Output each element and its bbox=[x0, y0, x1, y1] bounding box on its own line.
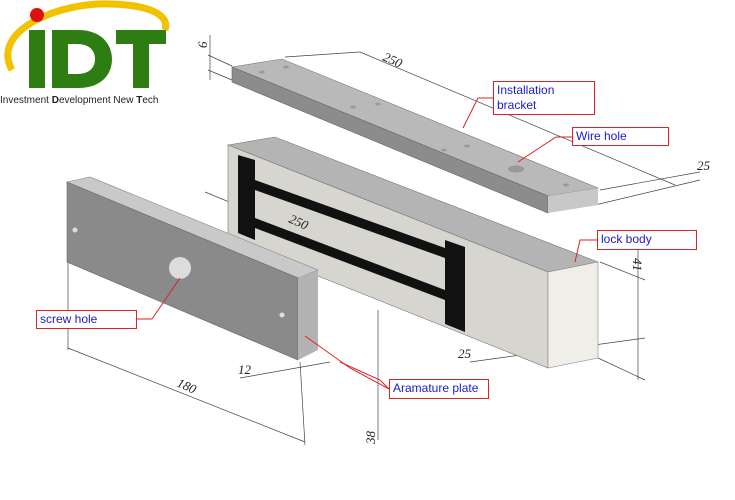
label-armature-plate: Aramature plate bbox=[389, 379, 489, 399]
wire-hole-icon bbox=[508, 165, 524, 173]
armature-plate bbox=[66, 176, 319, 361]
label-screw-hole: screw hole bbox=[36, 310, 137, 329]
dim-plate-length: 180 bbox=[175, 375, 199, 397]
dim-bracket-thickness: 6 bbox=[195, 41, 210, 48]
logo-tagline: Investment Development New Tech bbox=[0, 95, 159, 106]
dim-plate-thickness: 12 bbox=[238, 362, 252, 377]
label-installation-bracket: Installation bracket bbox=[493, 81, 595, 115]
dim-bracket-length: 250 bbox=[381, 49, 405, 71]
screw-hole-icon bbox=[169, 257, 191, 279]
dim-plate-height: 38 bbox=[363, 431, 378, 446]
dim-body-height: 41 bbox=[630, 258, 645, 271]
dim-body-width: 25 bbox=[458, 346, 472, 361]
dim-body-length: 250 bbox=[287, 211, 311, 233]
dim-bracket-width: 25 bbox=[697, 158, 711, 173]
dimension-lines bbox=[67, 35, 701, 446]
label-lock-body: lock body bbox=[597, 230, 697, 250]
lock-body bbox=[226, 136, 600, 369]
label-wire-hole: Wire hole bbox=[572, 127, 669, 146]
label-line: bracket bbox=[497, 98, 537, 112]
idt-logo bbox=[4, 0, 170, 88]
callout-arrows bbox=[137, 97, 597, 390]
installation-bracket bbox=[230, 58, 600, 214]
label-line: Installation bbox=[497, 83, 555, 97]
